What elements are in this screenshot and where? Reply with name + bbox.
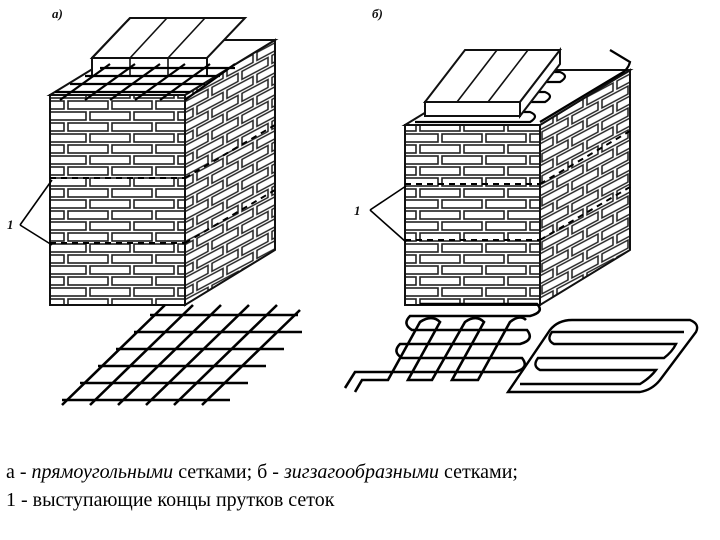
pillar-a: 1 а) (7, 6, 279, 307)
caption-b-rest: сетками; (439, 461, 518, 483)
callout-right-number: 1 (354, 203, 361, 218)
caption-a-rest: сетками; б - (173, 461, 284, 483)
pillar-b-top-zigzag (415, 49, 632, 124)
pillar-b: 1 б) (354, 6, 634, 307)
rectangular-mesh (61, 304, 302, 406)
callout-right: 1 (354, 185, 407, 243)
pillar-a-front-face (49, 94, 186, 306)
callout-left-number: 1 (7, 217, 14, 232)
figure-caption: а - прямоугольными сетками; б - зигзагоо… (6, 458, 706, 514)
masonry-reinforcement-diagram: 1 а) (7, 6, 699, 406)
label-b: б) (372, 6, 383, 21)
caption-line-2: 1 - выступающие концы прутков сеток (6, 489, 335, 511)
caption-b-term: зигзагообразными (283, 461, 440, 483)
pillar-b-rod-ends (405, 130, 631, 241)
caption-a-term: прямоугольными (31, 461, 174, 483)
caption-a-prefix: а - (6, 461, 32, 483)
pillar-a-rod-ends (50, 124, 276, 244)
callout-left: 1 (7, 179, 53, 246)
label-a: а) (52, 6, 63, 21)
pillar-b-front-face (404, 124, 541, 306)
pillar-a-top-mesh (55, 63, 236, 101)
zigzag-mesh-1 (343, 302, 542, 393)
caption-line-1: а - прямоугольными сетками; б - зигзагоо… (6, 458, 706, 486)
zigzag-mesh-2 (505, 318, 699, 394)
